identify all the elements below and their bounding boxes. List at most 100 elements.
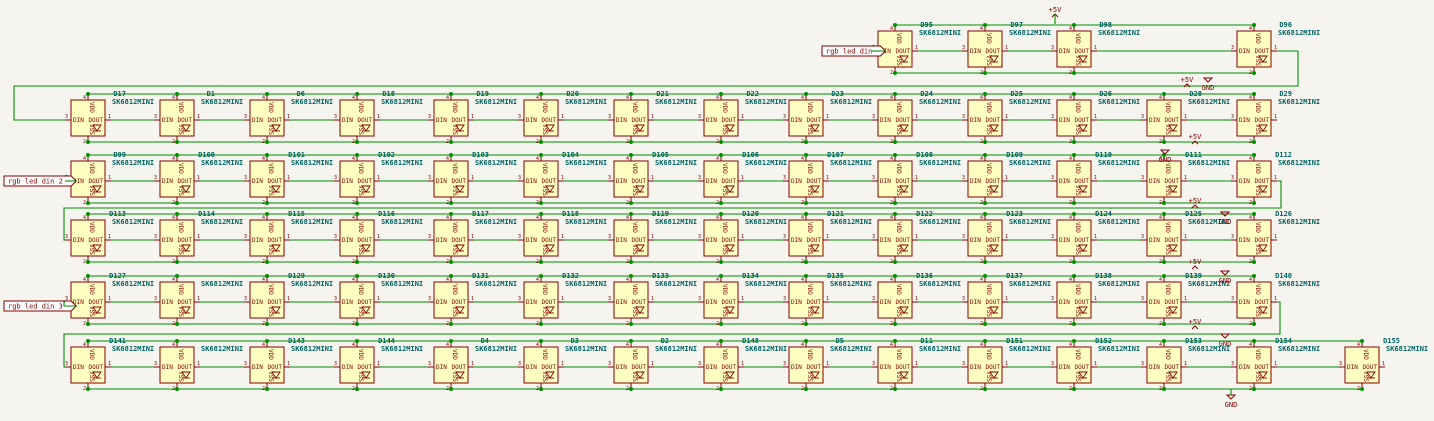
value-label: SK6812MINI	[1278, 159, 1320, 167]
pin-label-vdd: VDD	[1164, 284, 1171, 295]
led-glyph	[1168, 185, 1178, 193]
pin-label-dout: DOUT	[896, 299, 911, 306]
pin-label-din: DIN	[1239, 178, 1250, 185]
value-label: SK6812MINI	[745, 345, 787, 353]
led-glyph	[545, 185, 555, 193]
global-label-text: rgb led din	[826, 48, 872, 56]
junction-dot	[175, 140, 179, 144]
pin-label-vdd: VDD	[1074, 222, 1081, 233]
pin-label-din: DIN	[162, 299, 173, 306]
value-label: SK6812MINI	[1098, 280, 1140, 288]
pin-number-dout: 1	[1382, 361, 1385, 367]
led-body	[249, 281, 285, 319]
led-body	[788, 160, 824, 198]
pin-label-vss: VSS	[541, 244, 548, 255]
led-glyph	[92, 185, 102, 193]
pin-label-dout: DOUT	[1165, 364, 1180, 371]
pin-label-vss: VSS	[721, 371, 728, 382]
pin-label-vss: VSS	[451, 244, 458, 255]
pin-number-dout: 1	[1005, 361, 1008, 367]
pin-number-din: 3	[698, 114, 701, 120]
led-body	[1236, 160, 1272, 198]
pin-number-vss: 2	[1249, 200, 1252, 206]
pin-number-vdd: 4	[446, 156, 449, 162]
junction-dot	[539, 92, 543, 96]
pin-label-din: DIN	[73, 117, 84, 124]
led-body	[523, 219, 559, 257]
power-flag-vcc: +5V	[1181, 76, 1194, 88]
led-glyph	[635, 306, 645, 314]
led-body	[877, 346, 913, 384]
value-label: SK6812MINI	[655, 280, 697, 288]
led-body	[433, 281, 469, 319]
pin-label-vss: VSS	[267, 244, 274, 255]
pin-label-dout: DOUT	[896, 48, 911, 55]
value-label: SK6812MINI	[919, 29, 961, 37]
pin-label-dout: DOUT	[807, 299, 822, 306]
value-label: SK6812MINI	[1098, 98, 1140, 106]
pin-number-dout: 1	[651, 175, 654, 181]
reference-D115: D115	[288, 210, 305, 218]
value-label: SK6812MINI	[1278, 98, 1320, 106]
pin-number-din: 3	[65, 114, 68, 120]
reference-D23: D23	[831, 90, 844, 98]
pin-label-din: DIN	[162, 117, 173, 124]
value-label: SK6812MINI	[1188, 280, 1230, 288]
pin-label-vss: VSS	[88, 306, 95, 317]
power-flag-vcc: +5V	[1189, 318, 1202, 330]
pin-label-vss: VSS	[451, 124, 458, 135]
reference-D151: D151	[1006, 337, 1023, 345]
pin-number-dout: 1	[287, 361, 290, 367]
pin-number-din: 3	[698, 296, 701, 302]
pin-number-vdd: 4	[262, 277, 265, 283]
pin-number-vss: 2	[1069, 139, 1072, 145]
pin-number-din: 3	[65, 361, 68, 367]
pin-number-vss: 2	[1249, 259, 1252, 265]
value-label: SK6812MINI	[1009, 345, 1051, 353]
power-flag-gnd: GND	[1219, 333, 1231, 348]
pin-label-vdd: VDD	[895, 349, 902, 360]
pin-label-vdd: VDD	[88, 102, 95, 113]
led-glyph	[899, 244, 909, 252]
value-label: SK6812MINI	[655, 345, 697, 353]
pin-label-vss: VSS	[1074, 371, 1081, 382]
pin-label-vdd: VDD	[631, 102, 638, 113]
pin-number-vdd: 4	[890, 95, 893, 101]
pin-number-dout: 1	[651, 361, 654, 367]
pin-label-vdd: VDD	[357, 349, 364, 360]
pin-number-vss: 2	[626, 321, 629, 327]
power-flag-gnd: GND	[1219, 211, 1231, 226]
pin-label-vss: VSS	[985, 55, 992, 66]
pin-number-din: 3	[783, 234, 786, 240]
junction-dot	[355, 92, 359, 96]
pin-label-vdd: VDD	[631, 284, 638, 295]
pin-label-din: DIN	[162, 237, 173, 244]
pin-number-vdd: 4	[352, 95, 355, 101]
pin-number-vss: 2	[626, 386, 629, 392]
value-label: SK6812MINI	[1009, 280, 1051, 288]
pin-label-vss: VSS	[1164, 244, 1171, 255]
pin-label-vss: VSS	[895, 371, 902, 382]
led-body	[339, 99, 375, 137]
ground-symbol	[1202, 77, 1214, 83]
pin-label-vss: VSS	[1254, 124, 1261, 135]
junction-dot	[804, 387, 808, 391]
pin-label-din: DIN	[526, 364, 537, 371]
pin-label-vdd: VDD	[177, 102, 184, 113]
led-glyph	[92, 306, 102, 314]
pin-number-dout: 1	[377, 114, 380, 120]
junction-dot	[629, 387, 633, 391]
junction-dot	[629, 140, 633, 144]
